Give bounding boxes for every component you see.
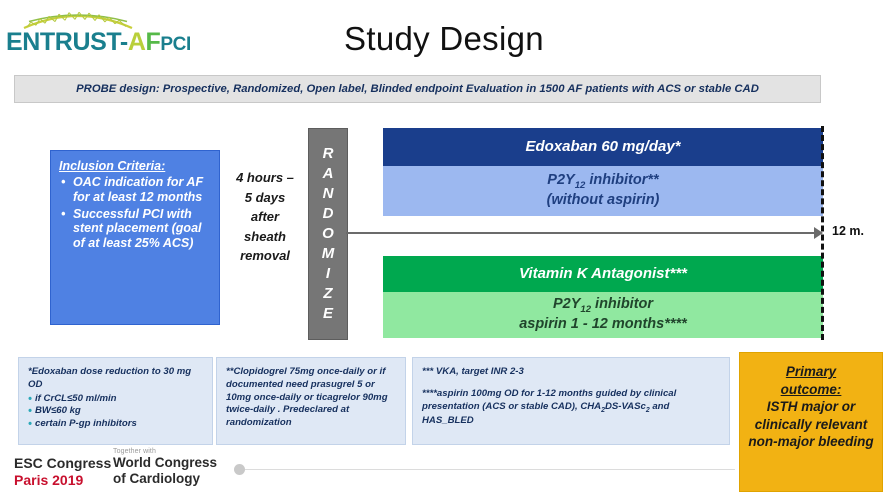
probe-design-banner: PROBE design: Prospective, Randomized, O… — [14, 75, 821, 103]
arm-p2y12-without-aspirin-bar: P2Y12 inhibitor** (without aspirin) — [383, 166, 823, 216]
inclusion-criteria-box: Inclusion Criteria: OAC indication for A… — [50, 150, 220, 325]
timeline-arrow-head-icon — [814, 227, 823, 239]
arm-edoxaban-label: Edoxaban 60 mg/day* — [525, 137, 681, 155]
footnote-box-edoxaban-dose: *Edoxaban dose reduction to 30 mg OD if … — [18, 357, 213, 445]
randomize-letter: M — [321, 245, 335, 263]
p2y12-suffix: inhibitor** — [585, 172, 659, 189]
footer-dot-icon — [234, 464, 245, 475]
p2y12-suffix: inhibitor — [591, 296, 654, 313]
footnote-aspirin-pre: ****aspirin 100mg OD for 1-12 months gui… — [422, 387, 677, 412]
p2y12-subscript: 12 — [574, 180, 586, 192]
inclusion-criteria-list: OAC indication for AF for at least 12 mo… — [59, 175, 213, 251]
inclusion-criteria-heading: Inclusion Criteria: — [59, 159, 166, 173]
entrust-af-pci-logo: ENTRUST-AFPCI — [4, 6, 219, 62]
vasc-subscript-2: 2 — [645, 406, 650, 414]
p2y12-prefix: P2Y — [552, 296, 581, 313]
p2y12-prefix: P2Y — [547, 172, 575, 189]
timeline-end-dashed-line — [821, 126, 824, 340]
timing-line-4: sheath — [244, 228, 286, 244]
footnote-bullet-list: if CrCL≤50 ml/min BW≤60 kg certain P-gp … — [28, 392, 203, 432]
primary-outcome-box: Primary outcome: ISTH major or clinicall… — [739, 352, 883, 492]
randomize-letter: Z — [323, 285, 333, 303]
p2y12-second-line: (without aspirin) — [546, 191, 660, 208]
logo-text-a: A — [127, 28, 146, 56]
footnote-box-p2y12-agents: **Clopidogrel 75mg once-daily or if docu… — [216, 357, 406, 445]
arm-p2y12-aspirin-label: P2Y12 inhibitor aspirin 1 - 12 months***… — [519, 296, 687, 333]
timing-line-3: after — [250, 209, 280, 224]
randomize-bar: R A N D O M I Z E — [308, 128, 348, 340]
randomize-letter: R — [322, 144, 334, 162]
bridge-arch-icon — [23, 11, 133, 30]
esc-congress-line-1: ESC Congress — [14, 455, 112, 471]
world-congress-line-2: of Cardiology — [113, 470, 200, 486]
primary-outcome-heading-line-2: outcome: — [780, 381, 842, 397]
list-item: Successful PCI with stent placement (goa… — [61, 207, 213, 251]
footnote-aspirin-mid: DS-VASc — [604, 400, 646, 412]
randomize-letter: N — [322, 184, 334, 202]
logo-wordmark: ENTRUST-AFPCI — [6, 28, 191, 57]
world-congress-line-1: World Congress — [113, 455, 218, 470]
randomize-letter: E — [322, 305, 333, 323]
randomize-letter: I — [325, 265, 331, 283]
footnote-aspirin-post: and HAS_BLED — [422, 400, 670, 426]
esc-congress-logo: ESC Congress Paris 2019 — [14, 455, 244, 491]
primary-outcome-body: ISTH major or clinically relevant non-ma… — [748, 399, 874, 450]
arm-p2y12-aspirin-bar: P2Y12 inhibitor aspirin 1 - 12 months***… — [383, 292, 823, 338]
footnote-text-aspirin: ****aspirin 100mg OD for 1-12 months gui… — [422, 388, 720, 428]
cha2ds-subscript-1: 2 — [601, 406, 605, 414]
randomize-letter: A — [322, 164, 334, 182]
list-item: if CrCL≤50 ml/min — [28, 392, 203, 406]
footer-divider-line — [245, 469, 735, 470]
timing-label: 4 hours – 5 days after sheath removal — [224, 168, 306, 266]
timing-line-2: 5 days — [244, 189, 286, 205]
page-title: Study Design — [344, 20, 544, 57]
logo-text-entrust: ENTRUST- — [6, 28, 128, 56]
logo-text-f: F — [145, 28, 161, 56]
esc-congress-line-2: Paris 2019 — [14, 471, 84, 488]
p2y12-second-line: aspirin 1 - 12 months**** — [519, 315, 687, 332]
footnote-box-vka-aspirin: *** VKA, target INR 2-3 ****aspirin 100m… — [412, 357, 730, 445]
list-item: OAC indication for AF for at least 12 mo… — [61, 175, 213, 205]
probe-design-text: PROBE design: Prospective, Randomized, O… — [76, 83, 759, 95]
arm-p2y12-without-aspirin-label: P2Y12 inhibitor** (without aspirin) — [547, 172, 660, 209]
footnote-text: *Edoxaban dose reduction to 30 mg OD — [28, 366, 192, 390]
logo-text-pci: PCI — [160, 34, 191, 55]
footnote-text-vka: *** VKA, target INR 2-3 — [422, 366, 524, 377]
list-item: BW≤60 kg — [28, 404, 203, 418]
arm-vka-label: Vitamin K Antagonist*** — [518, 264, 688, 282]
timeline-end-label: 12 m. — [832, 224, 864, 238]
p2y12-subscript: 12 — [580, 304, 592, 316]
primary-outcome-heading-line-1: Primary — [785, 364, 837, 379]
randomize-letter: D — [322, 204, 334, 222]
timing-line-1: 4 hours – — [236, 170, 294, 185]
arm-vka-bar: Vitamin K Antagonist*** — [383, 256, 823, 292]
world-congress-logo: Together with World Congress of Cardiolo… — [113, 448, 217, 487]
timeline-arrow-line — [346, 232, 820, 234]
arm-edoxaban-bar: Edoxaban 60 mg/day* — [383, 128, 823, 166]
timing-line-5: removal — [240, 248, 290, 263]
together-with-label: Together with — [113, 448, 156, 455]
list-item: certain P-gp inhibitors — [28, 417, 203, 431]
footnote-text: **Clopidogrel 75mg once-daily or if docu… — [226, 366, 388, 428]
randomize-letter: O — [322, 224, 334, 242]
